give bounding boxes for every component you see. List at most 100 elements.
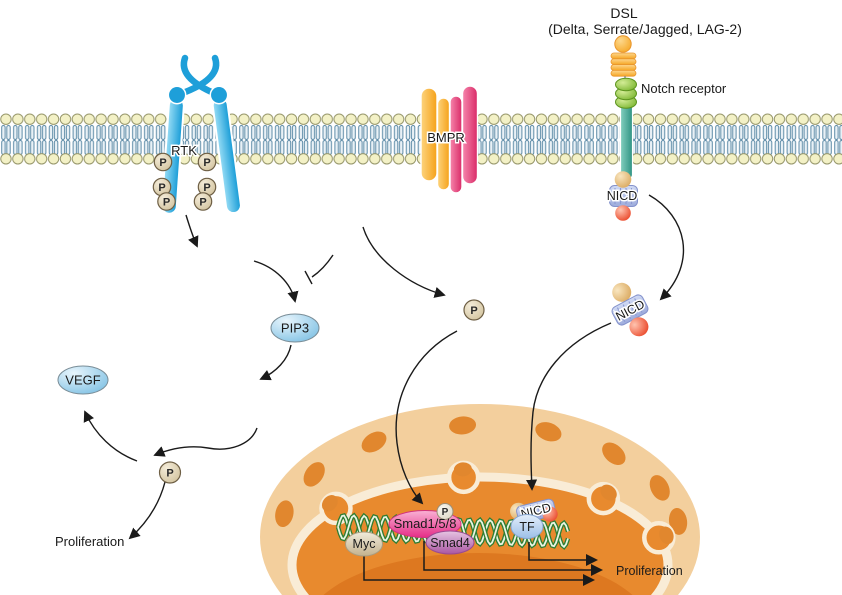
smad-phospho-circle xyxy=(436,503,454,520)
nicd-released: NICD xyxy=(611,282,649,337)
phospho-circle xyxy=(153,152,173,172)
phospho-group: P xyxy=(158,461,182,484)
dsl-ligand-ball xyxy=(614,35,632,53)
phospho-free-right: PP xyxy=(158,299,485,484)
nicd-membrane-label: NICD xyxy=(607,189,638,203)
pip3-ellipse xyxy=(270,313,320,343)
line-smad-proliferation xyxy=(423,541,603,576)
rtk-knob-left xyxy=(167,85,187,105)
phospho-circle xyxy=(197,152,217,172)
proliferation-nucleus-label: Proliferation xyxy=(616,564,683,578)
nicd-mem-stripes xyxy=(614,188,633,204)
nuclear-pore xyxy=(668,507,688,535)
phospho-circle xyxy=(463,299,485,321)
phospho-label: P xyxy=(199,196,206,208)
phospho-circle xyxy=(158,461,182,484)
arrow-to-vegf xyxy=(83,410,138,462)
arrow-p-to-smad xyxy=(395,330,458,505)
dsl-ligand-discs xyxy=(610,52,637,77)
nicd-mem-red-ball xyxy=(615,205,631,221)
nicd-free-red-ball xyxy=(629,317,649,337)
vegf-label: VEGF xyxy=(65,373,100,388)
phospho-circle xyxy=(157,192,176,211)
inhibition-curve xyxy=(311,254,334,278)
line-tf-proliferation xyxy=(528,542,598,566)
arrow-nicd-to-nucleus xyxy=(525,322,612,491)
nuclear-pore xyxy=(361,431,387,453)
phospho-group: P xyxy=(463,299,485,321)
rtk-knob-right xyxy=(209,85,229,105)
nuclear-pore xyxy=(602,442,626,466)
arrow-to-p-left xyxy=(153,427,258,457)
nucleus-inner-shadow xyxy=(306,553,650,595)
myc-label: Myc xyxy=(353,537,376,551)
smad4-label: Smad4 xyxy=(430,536,470,550)
vegf-molecule: VEGF xyxy=(57,365,109,395)
nuclear-pores xyxy=(275,416,688,535)
nicd-free-tan-ball xyxy=(612,282,632,302)
bmpr-receptor: BMPR xyxy=(420,85,479,194)
smad-complex: P Smad1/5/8 Smad4 xyxy=(388,503,475,555)
phospho-circle xyxy=(193,192,213,211)
phospho-group: P xyxy=(193,192,213,211)
line-myc-proliferation xyxy=(363,556,595,586)
phospho-group: P xyxy=(153,152,173,172)
signal-arrows xyxy=(83,194,685,540)
smad158-label: Smad1/5/8 xyxy=(394,516,457,531)
rim-bump-pore xyxy=(453,462,472,477)
nuclear-pore xyxy=(649,475,670,501)
tf-label: TF xyxy=(519,520,535,534)
nuclear-pore xyxy=(275,500,294,528)
rtk-ligand-arm-right xyxy=(176,54,220,98)
nicd-mem-tan-ball xyxy=(614,171,632,188)
phospho-group: P xyxy=(197,152,217,172)
phospho-label: P xyxy=(163,196,170,208)
nuclear-pore xyxy=(535,422,562,442)
dsl-label: DSL xyxy=(610,5,637,21)
inhibition-tbar xyxy=(304,270,313,285)
nicd-membrane: NICD xyxy=(605,171,639,221)
arrow-nicd-release xyxy=(648,194,685,301)
vegf-ellipse xyxy=(57,365,109,395)
bmpr-label: BMPR xyxy=(427,130,465,145)
nicd-nuc-stripes xyxy=(523,501,548,521)
nuclear-pore xyxy=(449,416,477,435)
bmpr-bar-pink-outer xyxy=(461,85,479,185)
myc-protein: Myc xyxy=(345,531,383,557)
notch-egf-repeats xyxy=(615,77,637,109)
rtk-label: RTK xyxy=(171,143,197,158)
phospho-label: P xyxy=(159,157,166,169)
proliferation-left-label: Proliferation xyxy=(55,534,124,549)
tf-ellipse xyxy=(510,514,544,539)
notch-receptor: DSL (Delta, Serrate/Jagged, LAG-2) Notch… xyxy=(548,5,742,179)
rim-bump-pore xyxy=(659,526,674,545)
notch-receptor-label: Notch receptor xyxy=(641,81,727,96)
nuclear-pore xyxy=(303,462,325,487)
rim-bump-pore xyxy=(600,484,617,501)
notch-stem xyxy=(619,102,634,179)
pip3-molecule: PIP3 xyxy=(270,313,320,343)
nicd-tf-complex: NICD TF xyxy=(510,498,558,539)
myc-ellipse xyxy=(345,531,383,557)
nicd-free-stripes xyxy=(616,298,643,323)
dsl-sub-label: (Delta, Serrate/Jagged, LAG-2) xyxy=(548,21,742,37)
phospho-label: P xyxy=(203,182,210,194)
arrow-rtk-down xyxy=(185,214,199,248)
phospho-label: P xyxy=(203,157,210,169)
arrow-bmpr-to-p xyxy=(362,226,446,298)
smad4-ellipse xyxy=(425,530,475,555)
phospho-group: P xyxy=(157,192,176,211)
arrow-pip3-down xyxy=(259,344,292,381)
pip3-label: PIP3 xyxy=(281,321,309,336)
phospho-label: P xyxy=(470,305,477,317)
rim-bump-pore xyxy=(321,495,338,512)
arrow-to-proliferation-left xyxy=(128,481,166,540)
nicd-nuc-red-ball xyxy=(542,506,558,522)
phospho-label: P xyxy=(166,467,173,479)
phospho-label: P xyxy=(158,182,165,194)
arrow-to-pip3 xyxy=(253,260,299,303)
smad-phospho-label: P xyxy=(442,507,449,518)
